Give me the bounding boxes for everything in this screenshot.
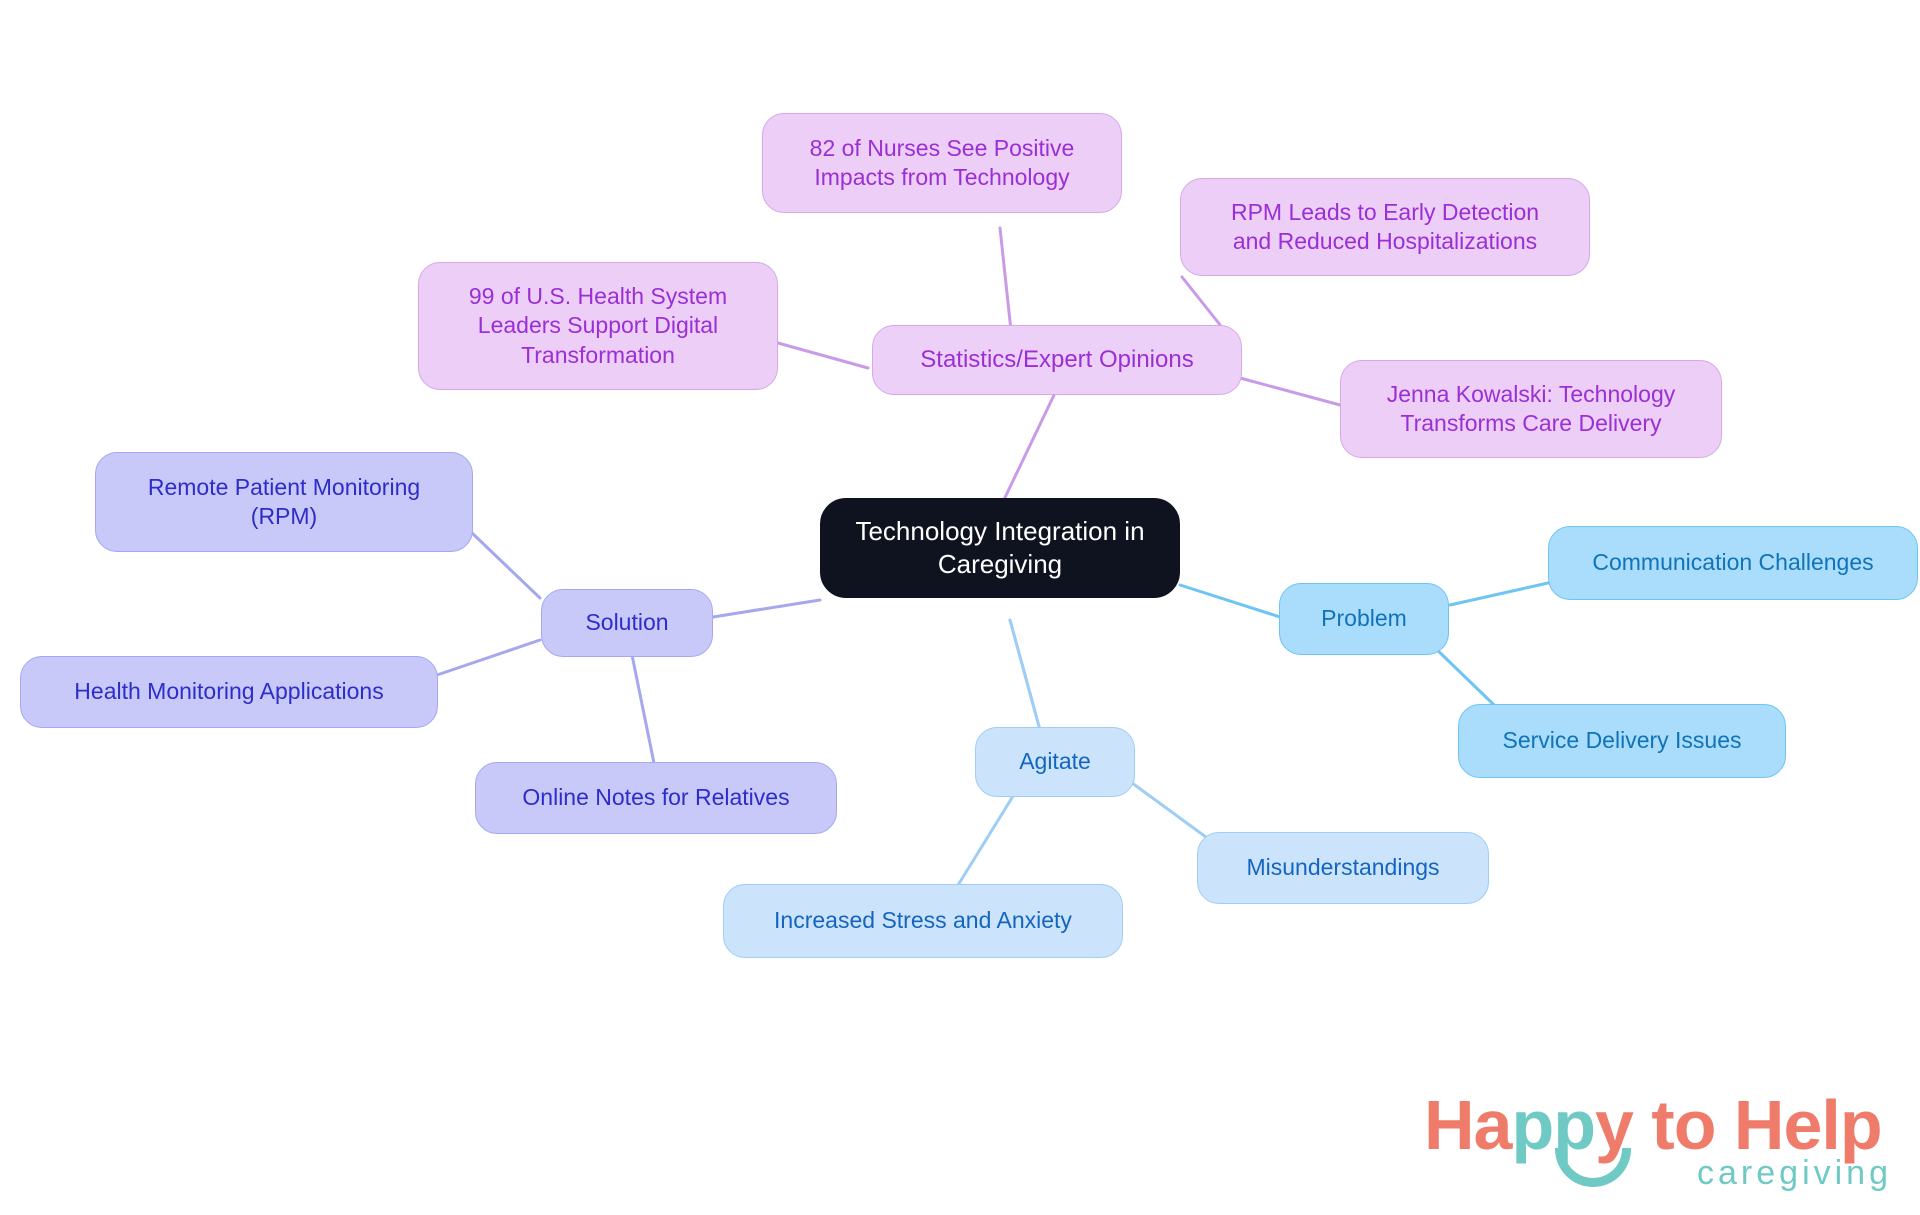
logo-text-ha: Ha — [1424, 1086, 1512, 1164]
leaf-node-agit-stress[interactable]: Increased Stress and Anxiety — [723, 884, 1123, 958]
branch-node-problem[interactable]: Problem — [1279, 583, 1449, 655]
logo-smile-icon — [1555, 1148, 1631, 1187]
leaf-node-agit-misunderstandings[interactable]: Misunderstandings — [1197, 832, 1489, 904]
root-node[interactable]: Technology Integration in Caregiving — [820, 498, 1180, 598]
branch-node-statistics[interactable]: Statistics/Expert Opinions — [872, 325, 1242, 395]
leaf-node-stat-rpm[interactable]: RPM Leads to Early Detection and Reduced… — [1180, 178, 1590, 276]
brand-logo: Happy to Help caregiving — [1424, 1085, 1894, 1193]
branch-node-agitate[interactable]: Agitate — [975, 727, 1135, 797]
leaf-node-sol-apps[interactable]: Health Monitoring Applications — [20, 656, 438, 728]
leaf-node-prob-service[interactable]: Service Delivery Issues — [1458, 704, 1786, 778]
leaf-node-stat-kowalski[interactable]: Jenna Kowalski: Technology Transforms Ca… — [1340, 360, 1722, 458]
leaf-node-stat-nurses[interactable]: 82 of Nurses See Positive Impacts from T… — [762, 113, 1122, 213]
leaf-node-stat-leaders[interactable]: 99 of U.S. Health System Leaders Support… — [418, 262, 778, 390]
logo-text-rest: y to Help — [1595, 1086, 1883, 1164]
leaf-node-sol-notes[interactable]: Online Notes for Relatives — [475, 762, 837, 834]
logo-tagline: caregiving — [1697, 1154, 1892, 1192]
branch-node-solution[interactable]: Solution — [541, 589, 713, 657]
leaf-node-prob-communication[interactable]: Communication Challenges — [1548, 526, 1918, 600]
logo-wordmark: Happy to Help — [1424, 1085, 1883, 1165]
leaf-node-sol-rpm[interactable]: Remote Patient Monitoring (RPM) — [95, 452, 473, 552]
